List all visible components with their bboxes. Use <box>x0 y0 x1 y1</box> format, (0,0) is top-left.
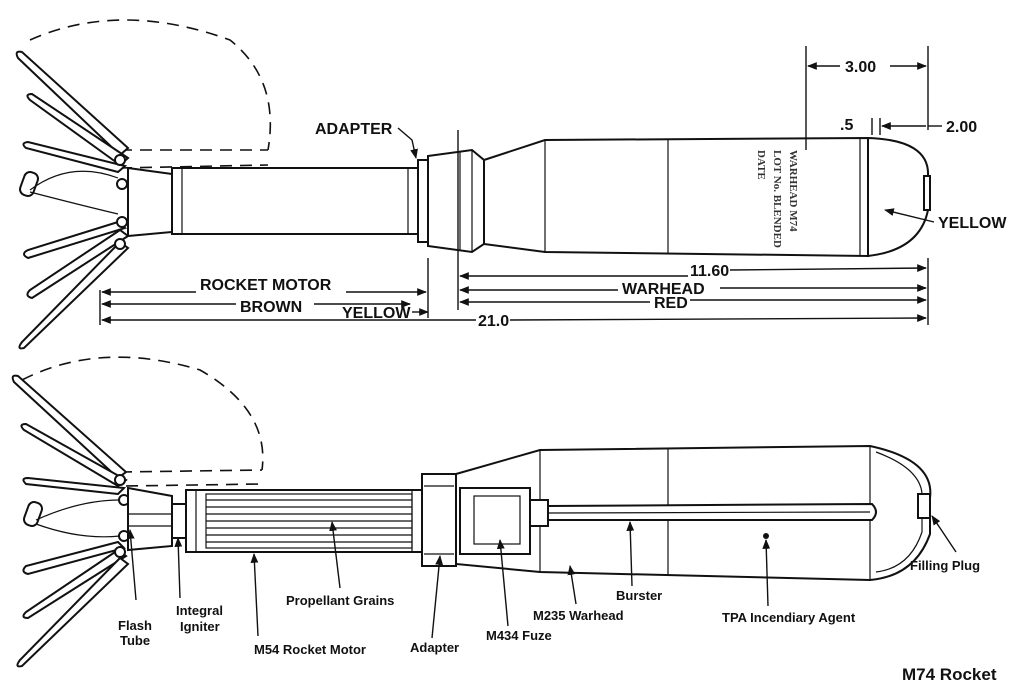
dim-0-5: .5 <box>840 117 853 134</box>
label-propellant-grains: Propellant Grains <box>286 593 394 608</box>
label-warhead-red: RED <box>654 295 688 312</box>
label-motor-brown: BROWN <box>240 299 302 316</box>
label-flash-tube-2: Tube <box>120 633 150 648</box>
label-rocket-motor-ext: ROCKET MOTOR <box>200 277 332 294</box>
adapter-top <box>417 159 429 243</box>
stencil-line-2: LOT No. BLENDED <box>771 150 783 248</box>
filling-plug <box>917 493 931 519</box>
label-burster: Burster <box>616 588 662 603</box>
dim-2-00: 2.00 <box>946 119 977 136</box>
warhead-body-top <box>483 136 869 258</box>
stencil-line-1: WARHEAD M74 <box>787 150 799 232</box>
dim-3-00: 3.00 <box>845 59 876 76</box>
label-tpa-agent: TPA Incendiary Agent <box>722 610 856 625</box>
propellant-grains <box>205 493 413 549</box>
stencil-line-3: DATE <box>755 150 767 180</box>
label-adapter-yellow: YELLOW <box>342 305 411 322</box>
label-m235-warhead: M235 Warhead <box>533 608 624 623</box>
rocket-motor-body-top <box>171 167 419 235</box>
label-flash-tube-1: Flash <box>118 618 152 633</box>
tail-cone-top <box>127 166 173 238</box>
label-nose-yellow: YELLOW <box>938 215 1007 232</box>
nose-cone-top <box>867 136 930 258</box>
dim-21-0: 21.0 <box>478 313 509 330</box>
tail-fins-bottom <box>11 374 130 668</box>
fin-folded-outline-top <box>119 149 269 169</box>
fin-folded-outline-bottom <box>119 469 263 487</box>
warhead-stencil: WARHEAD M74 LOT No. BLENDED DATE <box>755 150 799 248</box>
fin-swing-arc-top <box>29 19 272 151</box>
diagram-title: M74 Rocket <box>902 665 997 684</box>
label-adapter-cut: Adapter <box>410 640 459 655</box>
external-view: WARHEAD M74 LOT No. BLENDED DATE 3.00 .5… <box>15 19 1007 350</box>
dim-11-60: 11.60 <box>690 263 729 280</box>
cutaway-view: Flash Tube Integral Igniter M54 Rocket M… <box>11 356 980 668</box>
label-igniter-1: Integral <box>176 603 223 618</box>
label-igniter-2: Igniter <box>180 619 220 634</box>
label-m54-motor: M54 Rocket Motor <box>254 642 366 657</box>
label-warhead-ext: WARHEAD <box>622 281 705 298</box>
adapter-collar-top <box>427 148 485 254</box>
tail-fins-top <box>15 50 130 350</box>
label-m434-fuze: M434 Fuze <box>486 628 552 643</box>
label-adapter-ext: ADAPTER <box>315 121 393 138</box>
adapter-bottom <box>421 473 457 567</box>
label-filling-plug: Filling Plug <box>910 558 980 573</box>
fin-swing-arc-bottom <box>21 356 264 471</box>
integral-igniter-block <box>171 503 187 539</box>
